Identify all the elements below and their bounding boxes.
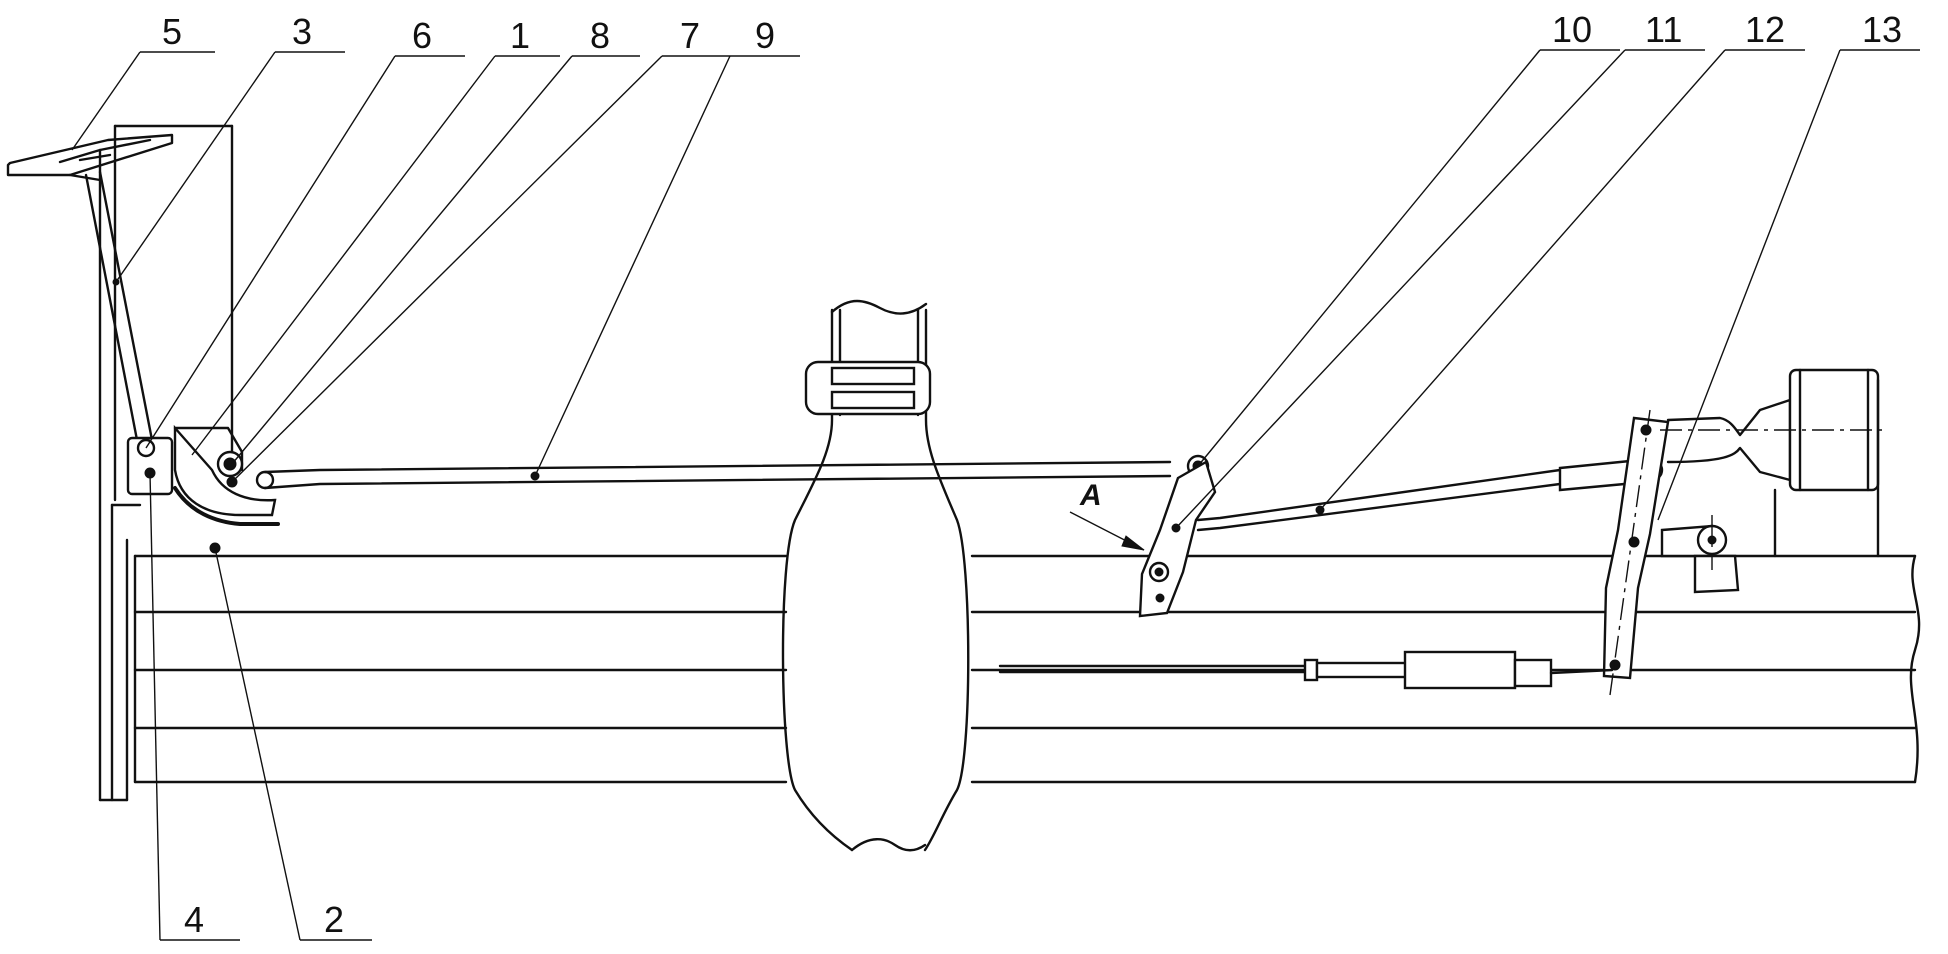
- bell-crank: [1069, 460, 1217, 618]
- callout-13: 13: [1862, 9, 1902, 50]
- callout-9: 9: [755, 15, 775, 56]
- callout-5: 5: [162, 11, 182, 52]
- steering-column: [84, 170, 154, 442]
- callout-11: 11: [1645, 9, 1682, 50]
- push-rod: [263, 454, 1210, 490]
- callout-10: 10: [1552, 9, 1592, 50]
- lower-cable: [998, 650, 1614, 690]
- gearbox-lever: [1602, 409, 1670, 696]
- frame-rails: [133, 554, 1921, 784]
- cab-wall: [98, 124, 234, 802]
- shift-base: [126, 424, 280, 554]
- callout-6: 6: [412, 15, 432, 56]
- callout-8: 8: [590, 15, 610, 56]
- leader-lines: [71, 49, 1920, 941]
- view-a-label: A: [1079, 479, 1102, 512]
- callout-2: 2: [324, 899, 344, 940]
- callout-7: 7: [680, 15, 700, 56]
- callout-12: 12: [1745, 9, 1785, 50]
- callout-3: 3: [292, 11, 312, 52]
- callout-4: 4: [184, 899, 204, 940]
- gearbox-housing: [1660, 368, 1885, 594]
- center-tank: [781, 299, 970, 852]
- callout-1: 1: [510, 15, 530, 56]
- steering-wheel: [6, 133, 174, 182]
- link-rod: [1196, 458, 1664, 532]
